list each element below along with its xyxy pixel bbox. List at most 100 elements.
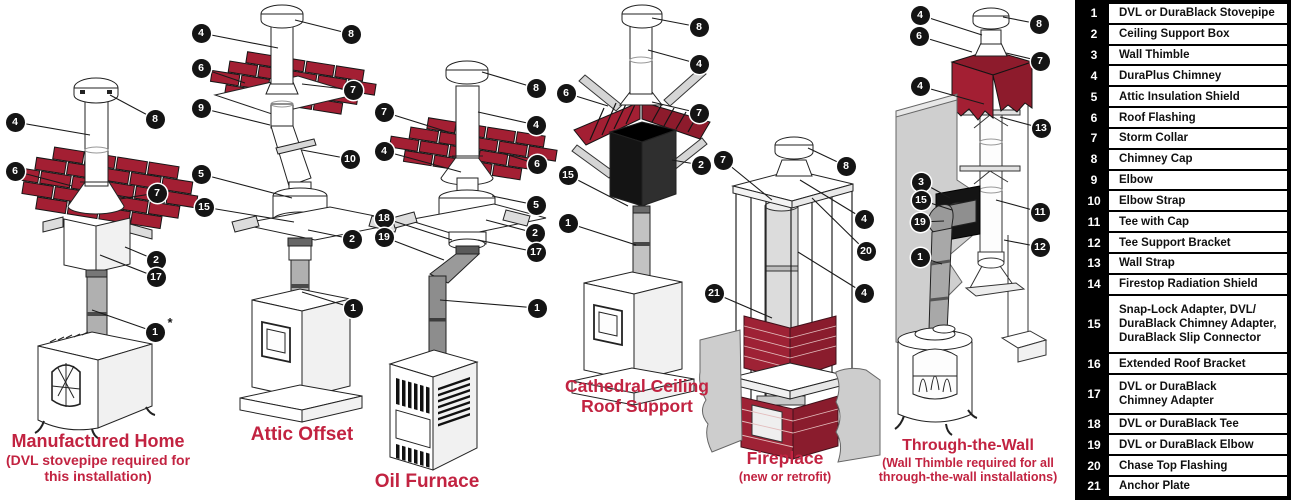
roof-flashing-plate bbox=[213, 75, 360, 115]
callout-badge-attic-offset-8: 8 bbox=[341, 24, 361, 44]
gothic-stove bbox=[894, 324, 978, 436]
legend-label: Roof Flashing bbox=[1109, 108, 1287, 127]
callout-badge-through-the-wall-6: 6 bbox=[909, 26, 929, 46]
callout-badge-attic-offset-1: 1 bbox=[343, 298, 363, 318]
callout-badge-attic-offset-15: 15 bbox=[194, 197, 214, 217]
roof-flashing-cone bbox=[440, 155, 494, 186]
legend-label: Tee with Cap bbox=[1109, 212, 1287, 232]
callout-badge-through-the-wall-19: 19 bbox=[910, 212, 930, 232]
stovepipe bbox=[428, 275, 447, 365]
legend-label: Elbow Strap bbox=[1109, 191, 1287, 211]
callout-badge-cathedral-ceiling-roof-support-6: 6 bbox=[556, 83, 576, 103]
caption-title: Through-the-Wall bbox=[902, 437, 1034, 454]
callout-badge-attic-offset-4: 4 bbox=[191, 23, 211, 43]
callout-leader-line bbox=[14, 121, 91, 136]
chimney-pipe bbox=[84, 99, 109, 187]
callout-leader-line bbox=[383, 217, 453, 241]
callout-badge-fireplace-8: 8 bbox=[836, 156, 856, 176]
chimney-pipe bbox=[270, 25, 294, 85]
legend-label: Ceiling Support Box bbox=[1109, 24, 1287, 44]
callout-badge-manufactured-home-17: 17 bbox=[146, 267, 166, 287]
callout-badge-through-the-wall-1: 1 bbox=[910, 247, 930, 267]
chase-top-flashing bbox=[731, 159, 854, 209]
caption-title: Fireplace bbox=[746, 448, 824, 468]
callout-leader-line bbox=[383, 111, 449, 133]
storm-collar bbox=[618, 91, 664, 106]
callout-badge-manufactured-home-8: 8 bbox=[145, 109, 165, 129]
caption-title: Cathedral Ceiling Roof Support bbox=[565, 376, 709, 416]
callout-leader-line bbox=[919, 85, 985, 105]
legend-label: DVL or DuraBlack Stovepipe bbox=[1109, 4, 1287, 23]
legend-number: 9 bbox=[1079, 170, 1109, 190]
callout-badge-oil-furnace-6: 6 bbox=[527, 154, 547, 174]
legend-label: Snap-Lock Adapter, DVL/ DuraBlack Chimne… bbox=[1109, 295, 1287, 353]
callout-badge-fireplace-4: 4 bbox=[854, 209, 874, 229]
callout-leader-line bbox=[200, 173, 293, 199]
callout-leader-line bbox=[383, 150, 462, 173]
chimney-cap bbox=[73, 77, 119, 104]
callout-badge-cathedral-ceiling-roof-support-2: 2 bbox=[691, 155, 711, 175]
callout-badge-fireplace-20: 20 bbox=[856, 241, 876, 261]
stovepipe bbox=[928, 227, 953, 333]
caption-manufactured-home: Manufactured Home (DVL stovepipe require… bbox=[2, 431, 194, 484]
legend-number: 21 bbox=[1079, 477, 1109, 496]
horizontal-pipe bbox=[945, 199, 977, 229]
callout-badge-manufactured-home-2: 2 bbox=[146, 250, 166, 270]
elbow bbox=[429, 253, 481, 284]
roof-panels bbox=[573, 97, 711, 146]
callout-badge-oil-furnace-18: 18 bbox=[374, 208, 394, 228]
stovepipe bbox=[632, 212, 651, 288]
chase-frame-lower bbox=[1000, 330, 1048, 363]
ceiling-support-box bbox=[42, 216, 153, 273]
legend-number: 11 bbox=[1079, 212, 1109, 232]
callout-badge-oil-furnace-2: 2 bbox=[525, 223, 545, 243]
chimney-pipe-inner bbox=[764, 205, 799, 403]
roof-section bbox=[950, 49, 1034, 121]
oil-furnace-unit bbox=[388, 349, 479, 471]
legend-number: 18 bbox=[1079, 414, 1109, 434]
callout-badge-attic-offset-5: 5 bbox=[191, 164, 211, 184]
legend-label: DVL or DuraBlack Tee bbox=[1109, 414, 1287, 434]
caption-fireplace: Fireplace (new or retrofit) bbox=[707, 448, 863, 484]
callout-badge-oil-furnace-4: 4 bbox=[374, 141, 394, 161]
anchor-plate bbox=[756, 395, 806, 406]
legend-number: 2 bbox=[1079, 24, 1109, 44]
legend-label: Elbow bbox=[1109, 170, 1287, 190]
tee-support-bracket bbox=[964, 265, 1026, 297]
callout-badge-through-the-wall-3: 3 bbox=[911, 172, 931, 192]
chimney-pipe bbox=[629, 25, 653, 95]
legend-number: 14 bbox=[1079, 274, 1109, 294]
callout-badge-through-the-wall-11: 11 bbox=[1030, 202, 1050, 222]
callout-badge-attic-offset-2: 2 bbox=[342, 229, 362, 249]
callout-badge-fireplace-7: 7 bbox=[713, 150, 733, 170]
callout-leader-line bbox=[567, 222, 637, 246]
callout-leader-line bbox=[797, 251, 865, 294]
legend-label: Chimney Cap bbox=[1109, 149, 1287, 169]
legend-number: 3 bbox=[1079, 45, 1109, 65]
parlor-stove bbox=[34, 331, 156, 440]
roof-shingles bbox=[7, 146, 199, 230]
manufactured-home-illustration bbox=[7, 77, 199, 440]
roof-flashing-cone bbox=[67, 181, 125, 215]
callout-badge-manufactured-home-7: 7 bbox=[147, 183, 167, 203]
callout-badge-cathedral-ceiling-roof-support-15: 15 bbox=[558, 165, 578, 185]
elbow bbox=[928, 204, 954, 235]
legend-number: 8 bbox=[1079, 149, 1109, 169]
callout-badge-oil-furnace-7: 7 bbox=[374, 102, 394, 122]
callout-leader-line bbox=[799, 179, 865, 220]
legend-label: Attic Insulation Shield bbox=[1109, 87, 1287, 107]
callout-badge-attic-offset-7: 7 bbox=[343, 80, 363, 100]
callout-badge-manufactured-home-1: 1* bbox=[145, 316, 173, 342]
